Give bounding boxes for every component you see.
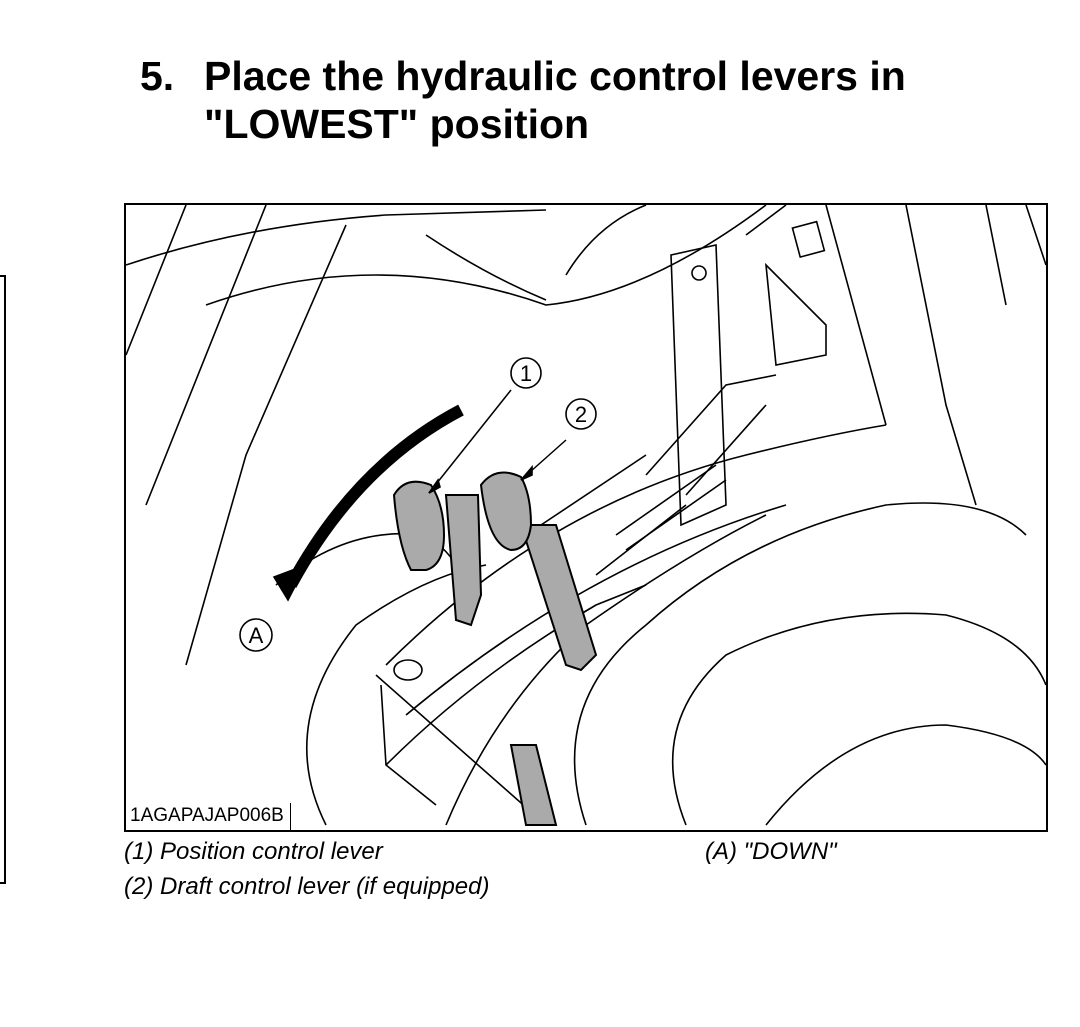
- callout-a: A: [249, 623, 264, 648]
- legend-item-1: (1) Position control lever: [124, 838, 383, 865]
- callout-1: 1: [520, 361, 532, 386]
- lever-drawing: 1 2 A: [126, 205, 1046, 826]
- legend-direction: (A) "DOWN": [705, 838, 837, 865]
- step-title-line1: Place the hydraulic control levers in: [204, 53, 906, 99]
- adjacent-box-edge: [0, 275, 6, 884]
- callout-2: 2: [575, 402, 587, 427]
- step-title-line2: "LOWEST" position: [204, 101, 590, 147]
- lever-illustration: 1 2 A 1AGAPAJAP006B: [124, 203, 1048, 832]
- step-title: 5.Place the hydraulic control levers in …: [140, 52, 906, 148]
- step-number: 5.: [140, 53, 175, 99]
- figure-code: 1AGAPAJAP006B: [126, 803, 291, 830]
- legend-item-2: (2) Draft control lever (if equipped): [124, 873, 490, 900]
